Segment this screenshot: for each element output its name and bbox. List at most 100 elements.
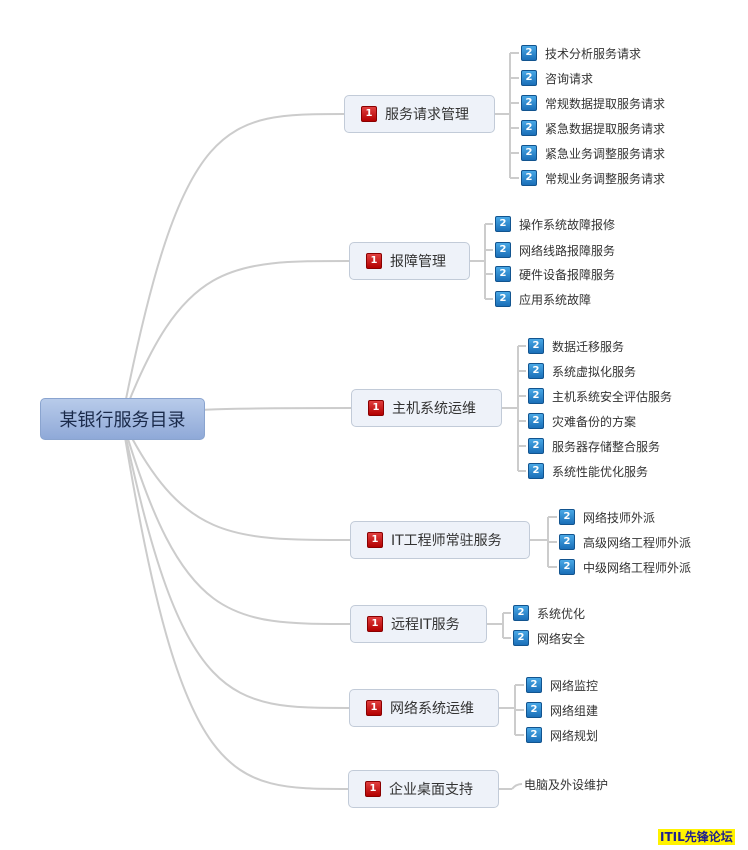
branch-label: 主机系统运维 — [392, 401, 476, 417]
leaf-label: 紧急数据提取服务请求 — [545, 121, 666, 136]
leaf-item[interactable]: 2 操作系统故障报修 — [495, 215, 615, 233]
leaf-label: 中级网络工程师外派 — [583, 560, 692, 575]
root-branch-connector — [121, 260, 350, 420]
priority-1-icon: 1 — [367, 532, 383, 548]
priority-2-icon: 2 — [528, 438, 544, 454]
priority-2-icon: 2 — [513, 605, 529, 621]
leaf-label: 电脑及外设维护 — [524, 777, 609, 792]
leaf-label: 操作系统故障报修 — [519, 217, 616, 232]
leaf-item[interactable]: 2 网络规划 — [526, 726, 598, 744]
leaf-label: 数据迁移服务 — [552, 339, 625, 354]
leaf-item[interactable]: 2 网络监控 — [526, 676, 598, 694]
leaf-label: 灾难备份的方案 — [552, 414, 637, 429]
priority-2-icon: 2 — [495, 242, 511, 258]
branch-onsite-engineer[interactable]: 1 IT工程师常驻服务 — [350, 521, 530, 559]
priority-2-icon: 2 — [526, 677, 542, 693]
priority-2-icon: 2 — [528, 388, 544, 404]
branch-label: IT工程师常驻服务 — [391, 533, 502, 549]
leaf-label: 服务器存储整合服务 — [552, 439, 661, 454]
branch-label: 远程IT服务 — [391, 617, 460, 633]
priority-2-icon: 2 — [559, 534, 575, 550]
leaf-label: 应用系统故障 — [519, 292, 592, 307]
branch-label: 报障管理 — [390, 254, 446, 270]
priority-2-icon: 2 — [521, 170, 537, 186]
leaf-item[interactable]: 2 紧急业务调整服务请求 — [521, 144, 665, 162]
leaf-item[interactable]: 2 应用系统故障 — [495, 290, 591, 308]
leaf-label: 网络规划 — [550, 728, 599, 743]
priority-2-icon: 2 — [521, 120, 537, 136]
leaf-item[interactable]: 2 高级网络工程师外派 — [559, 533, 691, 551]
leaf-label: 网络监控 — [550, 678, 599, 693]
leaf-label: 常规数据提取服务请求 — [545, 96, 666, 111]
priority-2-icon: 2 — [513, 630, 529, 646]
priority-1-icon: 1 — [366, 700, 382, 716]
root-branch-connector — [121, 418, 351, 625]
leaf-label: 系统虚拟化服务 — [552, 364, 637, 379]
branch-label: 网络系统运维 — [390, 701, 474, 717]
leaf-label: 高级网络工程师外派 — [583, 535, 692, 550]
leaf-label: 主机系统安全评估服务 — [552, 389, 673, 404]
priority-2-icon: 2 — [528, 338, 544, 354]
branch-network-ops[interactable]: 1 网络系统运维 — [349, 689, 499, 727]
leaf-label: 系统优化 — [537, 606, 586, 621]
branch-incident[interactable]: 1 报障管理 — [349, 242, 470, 280]
priority-2-icon: 2 — [521, 95, 537, 111]
leaf-label: 网络线路报障服务 — [519, 243, 616, 258]
priority-2-icon: 2 — [559, 559, 575, 575]
priority-2-icon: 2 — [559, 509, 575, 525]
root-branch-connector — [121, 418, 350, 709]
leaf-item[interactable]: 2 常规数据提取服务请求 — [521, 94, 665, 112]
leaf-item[interactable]: 2 紧急数据提取服务请求 — [521, 119, 665, 137]
leaf-item[interactable]: 2 灾难备份的方案 — [528, 412, 636, 430]
priority-1-icon: 1 — [368, 400, 384, 416]
root-topic-label: 某银行服务目录 — [59, 410, 186, 431]
priority-2-icon: 2 — [495, 216, 511, 232]
leaf-item[interactable]: 2 系统虚拟化服务 — [528, 362, 636, 380]
branch-host-ops[interactable]: 1 主机系统运维 — [351, 389, 502, 427]
leaf-item[interactable]: 2 常规业务调整服务请求 — [521, 169, 665, 187]
priority-2-icon: 2 — [521, 70, 537, 86]
priority-1-icon: 1 — [367, 616, 383, 632]
priority-1-icon: 1 — [361, 106, 377, 122]
priority-2-icon: 2 — [528, 363, 544, 379]
leaf-item[interactable]: 2 网络安全 — [513, 629, 585, 647]
priority-2-icon: 2 — [528, 463, 544, 479]
leaf-item[interactable]: 2 服务器存储整合服务 — [528, 437, 660, 455]
priority-2-icon: 2 — [526, 727, 542, 743]
priority-1-icon: 1 — [365, 781, 381, 797]
branch-label: 企业桌面支持 — [389, 782, 473, 798]
leaf-item[interactable]: 2 中级网络工程师外派 — [559, 558, 691, 576]
priority-2-icon: 2 — [495, 291, 511, 307]
leaf-label: 咨询请求 — [545, 71, 594, 86]
leaf-label: 网络组建 — [550, 703, 599, 718]
priority-2-icon: 2 — [495, 266, 511, 282]
branch-desktop-support[interactable]: 1 企业桌面支持 — [348, 770, 499, 808]
leaf-label: 常规业务调整服务请求 — [545, 171, 666, 186]
branch-service-request[interactable]: 1 服务请求管理 — [344, 95, 495, 133]
root-topic[interactable]: 某银行服务目录 — [40, 398, 205, 440]
priority-2-icon: 2 — [528, 413, 544, 429]
root-branch-connector — [121, 113, 345, 420]
leaf-item[interactable]: 电脑及外设维护 — [524, 775, 608, 793]
branch-remote-it[interactable]: 1 远程IT服务 — [350, 605, 487, 643]
priority-1-icon: 1 — [366, 253, 382, 269]
leaf-item[interactable]: 2 数据迁移服务 — [528, 337, 624, 355]
leaf-label: 网络安全 — [537, 631, 586, 646]
forum-watermark: ITIL先锋论坛 — [658, 829, 735, 845]
leaf-label: 紧急业务调整服务请求 — [545, 146, 666, 161]
leaf-item[interactable]: 2 网络组建 — [526, 701, 598, 719]
leaf-item[interactable]: 2 咨询请求 — [521, 69, 593, 87]
priority-2-icon: 2 — [526, 702, 542, 718]
leaf-connector — [511, 783, 523, 790]
leaf-label: 系统性能优化服务 — [552, 464, 649, 479]
leaf-item[interactable]: 2 主机系统安全评估服务 — [528, 387, 672, 405]
leaf-item[interactable]: 2 网络线路报障服务 — [495, 241, 615, 259]
leaf-item[interactable]: 2 网络技师外派 — [559, 508, 655, 526]
leaf-item[interactable]: 2 系统优化 — [513, 604, 585, 622]
priority-2-icon: 2 — [521, 45, 537, 61]
priority-2-icon: 2 — [521, 145, 537, 161]
leaf-label: 网络技师外派 — [583, 510, 656, 525]
leaf-item[interactable]: 2 系统性能优化服务 — [528, 462, 648, 480]
